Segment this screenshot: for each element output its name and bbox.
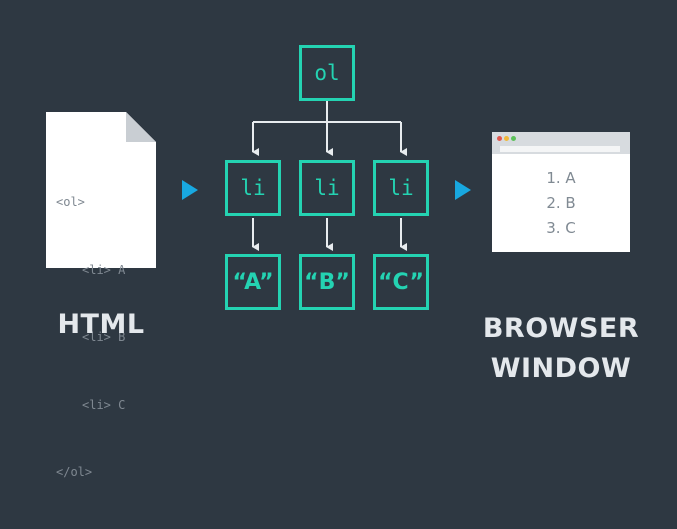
code-line: <ol> <box>56 195 85 209</box>
code-line: <li> A <box>82 262 126 277</box>
tree-node-text: “A” <box>225 254 281 310</box>
html-label: HTML <box>57 309 145 340</box>
list-item: 2. B <box>546 194 576 212</box>
tree-node-ol: ol <box>299 45 355 101</box>
code-line: <li> B <box>82 330 126 344</box>
list-item: 3. C <box>546 219 576 237</box>
browser-label-line: WINDOW <box>490 353 632 384</box>
browser-label-line: BROWSER <box>482 313 640 344</box>
address-bar <box>500 146 620 152</box>
browser-titlebar <box>492 132 630 154</box>
close-dot-icon <box>497 136 502 141</box>
code-line: </ol> <box>56 465 93 479</box>
diagram: <ol> <li> A <li> B <li> C </ol> HTML ol … <box>46 45 652 479</box>
tree-node-text: “C” <box>373 254 429 310</box>
browser-window-label: BROWSER WINDOW <box>470 309 652 389</box>
browser-window-icon <box>492 132 630 252</box>
arrow-right-icon <box>455 180 471 200</box>
tree-node-li: li <box>225 160 281 216</box>
tree-node-li: li <box>299 160 355 216</box>
list-item: 1. A <box>546 169 576 187</box>
tree-node-li: li <box>373 160 429 216</box>
code-line: <li> C <box>82 397 126 412</box>
rendered-list: 1. A 2. B 3. C <box>492 166 630 241</box>
tree-node-text: “B” <box>299 254 355 310</box>
minimize-dot-icon <box>504 136 509 141</box>
tree-connectors <box>252 100 407 251</box>
arrow-right-icon <box>182 180 198 200</box>
maximize-dot-icon <box>511 136 516 141</box>
